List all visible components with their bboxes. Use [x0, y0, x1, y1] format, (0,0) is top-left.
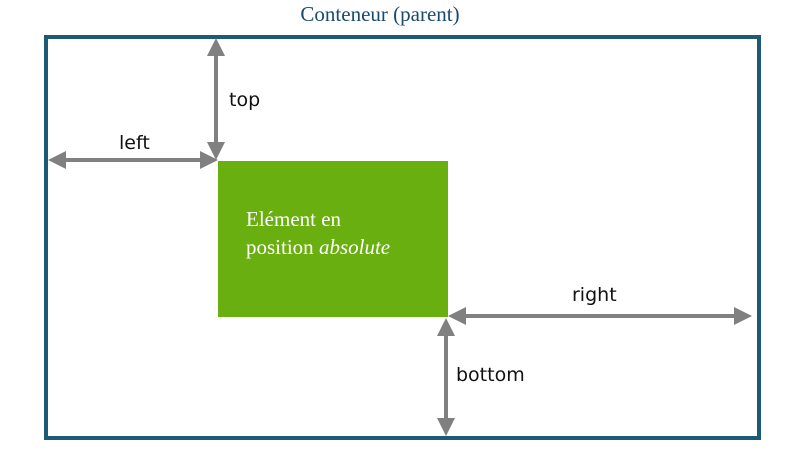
top-offset-arrow — [207, 38, 225, 160]
absolute-element-box: Elément en position absolute — [218, 161, 448, 317]
absolute-element-label: Elément en position absolute — [246, 205, 390, 261]
element-label-line2-prefix: position — [246, 235, 319, 259]
left-offset-label: left — [119, 132, 150, 154]
right-offset-label: right — [572, 284, 617, 306]
right-offset-arrow — [448, 307, 752, 325]
diagram-title: Conteneur (parent) — [300, 2, 460, 26]
bottom-offset-label: bottom — [456, 364, 525, 386]
element-label-line2-emphasis: absolute — [318, 235, 391, 259]
left-offset-arrow — [48, 151, 218, 169]
parent-container-box — [44, 35, 761, 440]
element-label-line1: Elément en — [246, 207, 342, 231]
top-offset-label: top — [229, 89, 261, 111]
bottom-offset-arrow — [437, 318, 455, 436]
